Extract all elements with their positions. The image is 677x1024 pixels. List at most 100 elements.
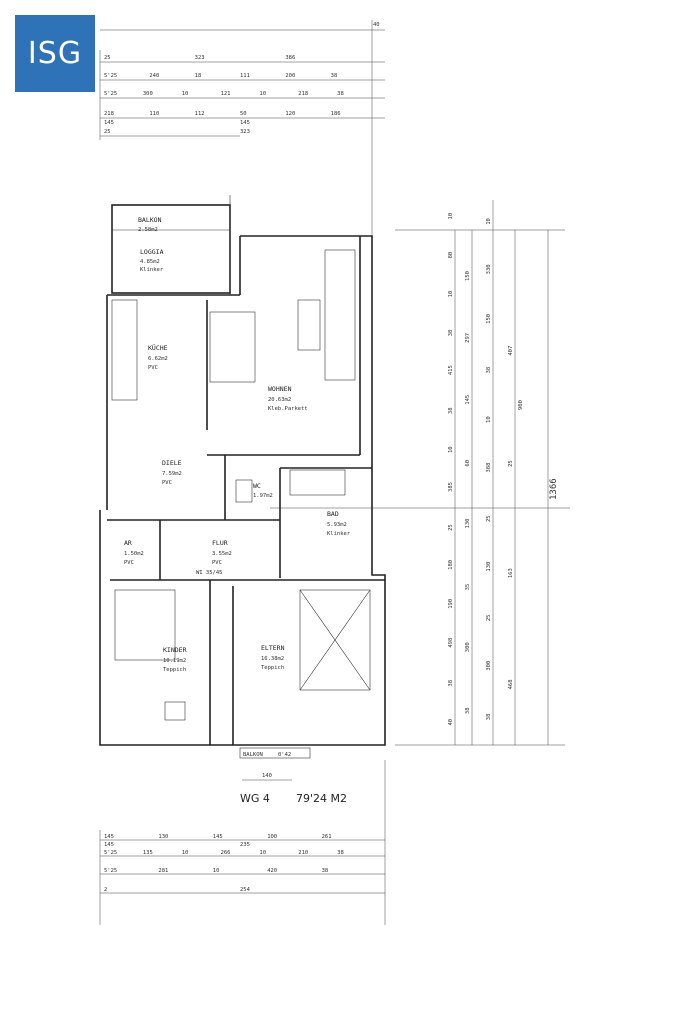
right-dim-c-5: 388 bbox=[486, 463, 492, 473]
right-dim-a-11: 498 bbox=[448, 638, 454, 648]
right-dim-b-6: 300 bbox=[465, 642, 471, 652]
room-floor: Teppich bbox=[261, 665, 284, 671]
room-wohnen: WOHNEN 20.63m2 Kleb.Parkett bbox=[268, 385, 308, 412]
room-area: 1.50m2 bbox=[124, 551, 144, 557]
right-dim-a-10: 190 bbox=[448, 599, 454, 609]
right-dim-a-12: 38 bbox=[448, 680, 454, 687]
right-dim-d-2: 163 bbox=[508, 568, 514, 578]
right-dim-b-1: 297 bbox=[465, 333, 471, 343]
room-bad: BAD 5.93m2 Klinker bbox=[327, 510, 351, 537]
top-dim-row1-5: 38 bbox=[331, 73, 338, 79]
room-name: KÜCHE bbox=[148, 343, 168, 352]
room-name: LOGGIA bbox=[140, 248, 164, 256]
right-dim-d-1: 25 bbox=[508, 460, 514, 467]
right-dim-a-6: 10 bbox=[448, 446, 454, 453]
room-loggia: LOGGIA 4.85m2 Klinker bbox=[140, 248, 164, 273]
bottom-dim-row1-0: 145 bbox=[104, 842, 114, 848]
room-name: ELTERN bbox=[261, 644, 285, 652]
right-dim-b-5: 35 bbox=[465, 584, 471, 591]
right-dim-a-7: 385 bbox=[448, 482, 454, 492]
right-dim-c-3: 38 bbox=[486, 367, 492, 374]
room-floor: Klinker bbox=[327, 531, 351, 537]
balkon-loggia-area bbox=[111, 195, 231, 295]
right-dim-a-8: 25 bbox=[448, 524, 454, 531]
bottom-dim-row2-0: 5'25 bbox=[104, 850, 117, 856]
bottom-dim-row0-4: 261 bbox=[322, 834, 332, 840]
room-balkon: BALKON 2.58m2 bbox=[138, 216, 162, 233]
right-dim-a-5: 38 bbox=[448, 407, 454, 414]
top-dim-row2-4: 10 bbox=[259, 91, 266, 97]
room-area: 7.59m2 bbox=[162, 471, 182, 477]
top-dim-row0-1: 323 bbox=[195, 55, 205, 61]
top-dim-row0-2: 386 bbox=[285, 55, 295, 61]
top-dimension-lines bbox=[99, 20, 385, 240]
room-area: 5.93m2 bbox=[327, 522, 347, 528]
top-dim-row3-5: 186 bbox=[331, 111, 341, 117]
room-ar: AR 1.50m2 PVC bbox=[124, 539, 144, 566]
room-wc: WC 1.97m2 bbox=[253, 482, 273, 499]
top-dim-row1-2: 18 bbox=[195, 73, 202, 79]
room-area: 4.85m2 bbox=[140, 259, 160, 265]
top-dim-row3-2: 112 bbox=[195, 111, 205, 117]
room-floor: PVC bbox=[162, 480, 172, 486]
right-dim-c-6: 25 bbox=[486, 515, 492, 522]
top-dim-row4-1: 145 bbox=[240, 120, 250, 126]
right-dim-c-10: 38 bbox=[486, 714, 492, 721]
right-dim-c-1: 330 bbox=[486, 264, 492, 274]
unit-area: 79'24 M2 bbox=[296, 792, 347, 805]
room-flur: FLUR 3.55m2 PVC bbox=[212, 539, 232, 566]
top-dim-row2-6: 38 bbox=[337, 91, 344, 97]
top-dim-row2-1: 300 bbox=[143, 91, 153, 97]
room-area: 2.58m2 bbox=[138, 227, 158, 233]
room-name: KINDER bbox=[163, 646, 187, 654]
right-dim-b-0: 150 bbox=[465, 271, 471, 281]
top-dim-row2-3: 121 bbox=[221, 91, 231, 97]
top-dim-row2-0: 5'25 bbox=[104, 91, 117, 97]
right-dim-c-2: 150 bbox=[486, 314, 492, 324]
outer-walls bbox=[99, 235, 386, 746]
room-area: 16.38m2 bbox=[261, 656, 284, 662]
bottom-dim-row2-5: 210 bbox=[298, 850, 308, 856]
room-name: AR bbox=[124, 539, 132, 547]
top-dim-row1-4: 200 bbox=[285, 73, 295, 79]
bottom-dim-row2-3: 266 bbox=[221, 850, 231, 856]
room-floor: PVC bbox=[212, 560, 222, 566]
top-dim-40: 40 bbox=[373, 22, 380, 28]
right-dim-900: 900 bbox=[518, 400, 524, 410]
interior-walls bbox=[107, 236, 385, 745]
room-kueche: KÜCHE 6.62m2 PVC bbox=[148, 343, 168, 371]
unit-name: WG 4 bbox=[240, 792, 270, 805]
top-dim-row1-0: 5'25 bbox=[104, 73, 117, 79]
room-kinder: KINDER 10.19m2 Teppich bbox=[163, 646, 187, 673]
right-dim-a-9: 180 bbox=[448, 560, 454, 570]
top-dim-row5-0: 25 bbox=[104, 129, 111, 135]
right-dim-c-8: 25 bbox=[486, 615, 492, 622]
room-eltern: ELTERN 16.38m2 Teppich bbox=[261, 644, 285, 671]
room-floor: PVC bbox=[124, 560, 134, 566]
top-dim-row5-1: 323 bbox=[240, 129, 250, 135]
bottom-dim-row3-2: 10 bbox=[213, 868, 220, 874]
bottom-dim-row1-1: 235 bbox=[240, 842, 250, 848]
room-floor: Teppich bbox=[163, 667, 186, 673]
right-dim-c-0: 10 bbox=[486, 218, 492, 225]
right-dim-a-3: 38 bbox=[448, 330, 454, 337]
logo-text: ISG bbox=[27, 36, 83, 71]
bottom-dim-row2-4: 10 bbox=[259, 850, 266, 856]
bottom-dim-row4-0: 2 bbox=[104, 887, 107, 893]
room-name: DIELE bbox=[162, 459, 182, 467]
top-dim-row3-1: 110 bbox=[149, 111, 159, 117]
room-name: BAD bbox=[327, 510, 339, 518]
top-dim-row3-3: 50 bbox=[240, 111, 247, 117]
bottom-dim-row0-3: 100 bbox=[267, 834, 277, 840]
top-dim-row2-5: 218 bbox=[298, 91, 308, 97]
right-dim-b-4: 130 bbox=[465, 519, 471, 529]
right-dim-d-3: 468 bbox=[508, 679, 514, 689]
balkon-bottom-label: BALKON bbox=[243, 752, 263, 758]
room-floor: PVC bbox=[148, 365, 158, 371]
room-floor: Klinker bbox=[140, 267, 164, 273]
room-area: 6.62m2 bbox=[148, 356, 168, 362]
balkon-bottom-value: 0'42 bbox=[278, 752, 291, 758]
bottom-dimension-lines bbox=[99, 760, 386, 925]
dim-140: 140 bbox=[262, 773, 272, 779]
